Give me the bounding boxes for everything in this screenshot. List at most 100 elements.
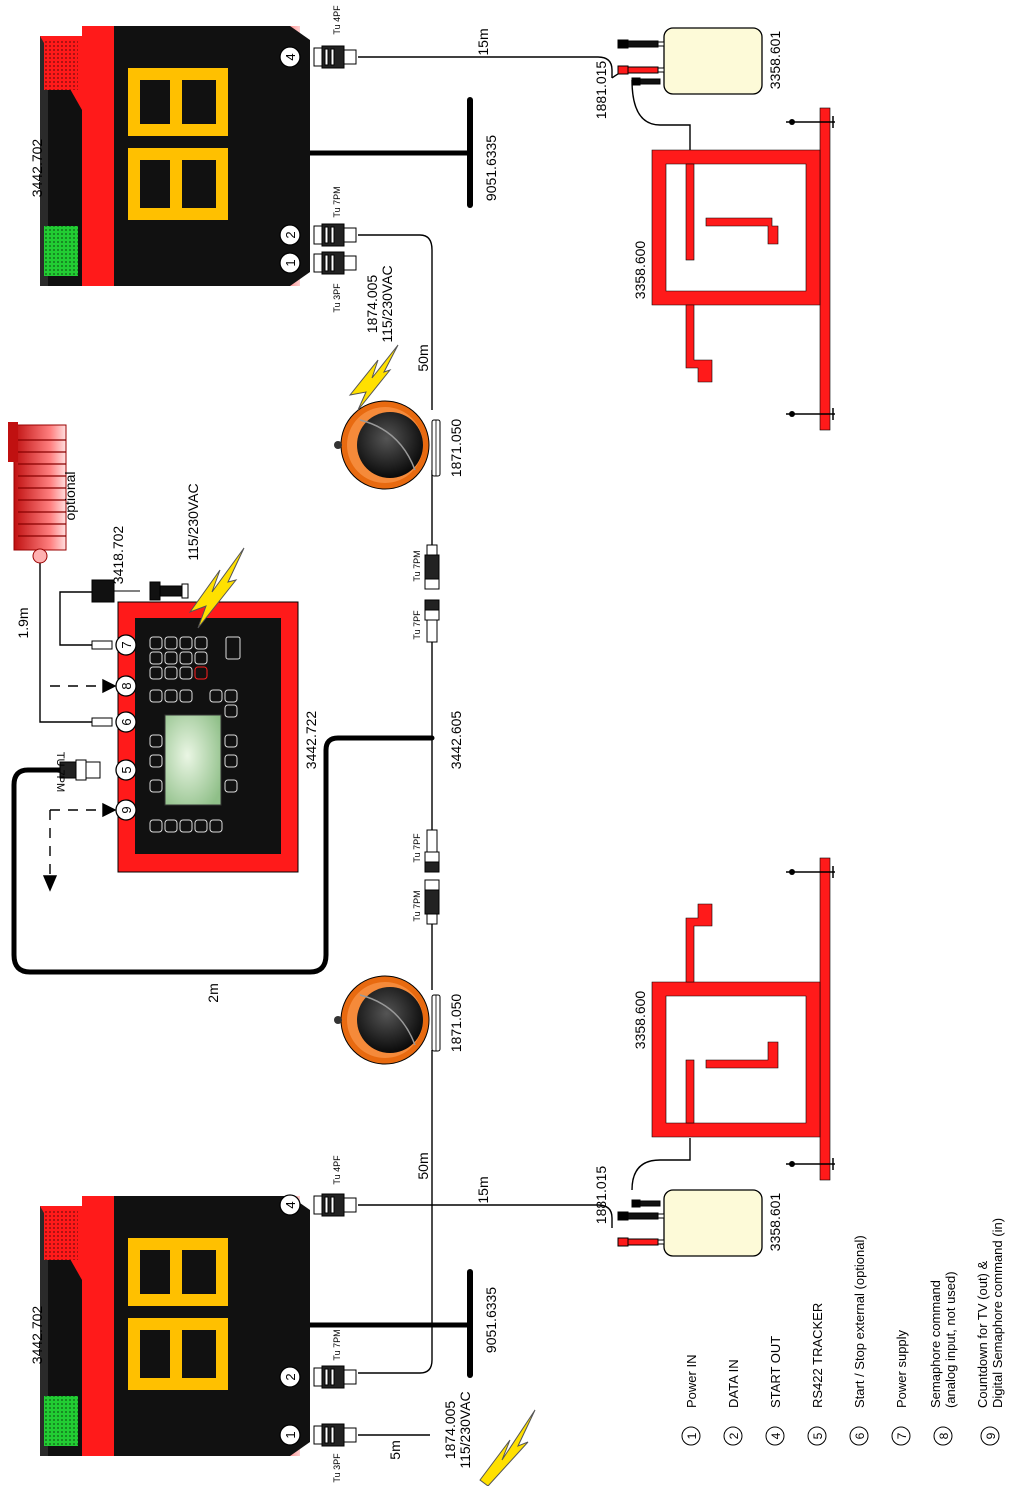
cable-reel-lower <box>334 975 441 1065</box>
display-pin-circles <box>279 46 301 1446</box>
thick-cables <box>11 97 473 1378</box>
svg-text:Digital Semaphore command (in): Digital Semaphore command (in) <box>990 1218 1005 1408</box>
legend-item: 2 DATA IN <box>723 1359 743 1446</box>
signal-arrows <box>42 678 117 892</box>
lightning-icon <box>348 344 399 411</box>
svg-text:9: 9 <box>984 1432 998 1439</box>
pin-number: 5 <box>119 766 134 773</box>
label-optional: optional <box>62 471 78 520</box>
legend: 1 Power IN 2 DATA IN 4 START OUT 5 RS422… <box>681 1218 1005 1446</box>
length-labels: 15m 15m 50m 50m 5m 2m 1.9m <box>15 28 491 1459</box>
connector-label: Tu 7PM <box>332 186 342 217</box>
power-adapter <box>91 579 189 603</box>
svg-text:1: 1 <box>685 1432 699 1439</box>
label-power-cable-upper: 1874.005 <box>364 275 380 334</box>
label-mount-upper: 9051.6335 <box>483 135 499 201</box>
pin-number: 8 <box>119 682 134 689</box>
label-semaphore-cable-lower: 1881.015 <box>593 1166 609 1225</box>
label-semaphore-box-lower: 3358.601 <box>767 1193 783 1252</box>
connector-label: Tu 7PM <box>412 550 422 581</box>
svg-text:Semaphore command: Semaphore command <box>928 1280 943 1408</box>
svg-text:4: 4 <box>769 1432 783 1439</box>
lightning-icon <box>188 547 245 629</box>
svg-text:(analog input, not used): (analog input, not used) <box>943 1271 958 1408</box>
seven-segment-digits <box>128 1238 228 1390</box>
svg-text:5: 5 <box>811 1432 825 1439</box>
svg-text:Power supply: Power supply <box>894 1329 909 1408</box>
length-50m-upper: 50m <box>415 344 431 371</box>
pin-number: 7 <box>119 641 134 648</box>
semaphore-box-lower <box>617 1189 763 1257</box>
inline-connectors <box>424 544 440 925</box>
pin-number: 4 <box>283 53 298 60</box>
connector-labels: Tu 4PF Tu 7PM Tu 3PF Tu 4PF Tu 7PM Tu 3P… <box>54 5 422 1483</box>
pin-number: 2 <box>283 1373 298 1380</box>
display-pin-numbers: 4 2 1 4 2 1 <box>283 53 298 1438</box>
legend-item: 8 Semaphore command (analog input, not u… <box>928 1271 958 1446</box>
semaphore-box-upper <box>617 27 763 95</box>
connector-label: Tu 7PM <box>332 1329 342 1360</box>
controller-pin-numbers: 7 8 6 5 9 <box>119 641 134 813</box>
svg-text:2: 2 <box>727 1432 741 1439</box>
svg-text:8: 8 <box>937 1432 951 1439</box>
label-semaphore-frame-lower: 3358.600 <box>632 991 648 1050</box>
label-mount-lower: 9051.6335 <box>483 1287 499 1353</box>
svg-text:7: 7 <box>895 1432 909 1439</box>
display-connectors <box>313 45 357 1447</box>
pin-number: 4 <box>283 1201 298 1208</box>
legend-item: 9 Countdown for TV (out) & Digital Semap… <box>975 1218 1005 1446</box>
label-semaphore-box-upper: 3358.601 <box>767 31 783 90</box>
connector-label: Tu 7PF <box>412 833 422 863</box>
svg-text:6: 6 <box>853 1432 867 1439</box>
svg-text:Start / Stop external (optiona: Start / Stop external (optional) <box>852 1235 867 1408</box>
legend-item: 1 Power IN <box>681 1355 701 1446</box>
label-controller: 3442.722 <box>303 711 319 770</box>
pin-number: 2 <box>283 231 298 238</box>
semaphore-frame-lower <box>651 857 835 1181</box>
connector-label: Tu 3PF <box>332 283 342 313</box>
pin-number: 9 <box>119 806 134 813</box>
svg-text:START OUT: START OUT <box>768 1336 783 1408</box>
label-semaphore-cable-upper: 1881.015 <box>593 61 609 120</box>
svg-text:Countdown for TV (out) &: Countdown for TV (out) & <box>975 1261 990 1408</box>
connector-label: Tu 3PF <box>332 1453 342 1483</box>
optional-sensor <box>8 422 67 564</box>
label-reel-upper: 1871.050 <box>448 419 464 478</box>
controller-plugs <box>59 640 113 781</box>
label-power-adapter: 3418.702 <box>110 526 126 585</box>
label-display-upper: 3442.702 <box>29 139 45 198</box>
cable-reel-upper <box>334 400 441 490</box>
label-voltage-upper: 115/230VAC <box>379 265 395 342</box>
length-15m-lower: 15m <box>475 1176 491 1203</box>
controller-pin-circles <box>115 634 137 821</box>
length-2m: 2m <box>205 983 221 1002</box>
connector-label: Tu 7PM <box>412 890 422 921</box>
lightning-icon <box>479 1409 536 1487</box>
part-labels: 3442.702 3442.702 9051.6335 9051.6335 18… <box>29 31 783 1469</box>
length-15m-upper: 15m <box>475 28 491 55</box>
connector-label: TU 7PM <box>54 752 66 792</box>
length-1-9m: 1.9m <box>15 607 31 638</box>
display-unit-upper <box>40 26 310 286</box>
pin-number: 1 <box>283 1431 298 1438</box>
svg-text:RS422 TRACKER: RS422 TRACKER <box>810 1303 825 1408</box>
length-5m: 5m <box>387 1440 403 1459</box>
connector-label: Tu 4PF <box>332 5 342 35</box>
label-display-lower: 3442.702 <box>29 1306 45 1365</box>
label-reel-lower: 1871.050 <box>448 994 464 1053</box>
label-semaphore-frame-upper: 3358.600 <box>632 241 648 300</box>
connector-label: Tu 4PF <box>332 1155 342 1185</box>
pin-number: 6 <box>119 718 134 725</box>
lightning-bolts <box>188 344 536 1487</box>
label-extension-cable: 3442.605 <box>448 711 464 770</box>
controller-unit <box>117 601 299 873</box>
label-controller-voltage: 115/230VAC <box>185 483 201 560</box>
svg-text:DATA IN: DATA IN <box>726 1359 741 1408</box>
svg-text:Power IN: Power IN <box>684 1355 699 1408</box>
connector-label: Tu 7PF <box>412 610 422 640</box>
legend-item: 7 Power supply <box>891 1329 911 1446</box>
semaphore-frame-upper <box>651 107 835 431</box>
seven-segment-digits <box>128 68 228 220</box>
